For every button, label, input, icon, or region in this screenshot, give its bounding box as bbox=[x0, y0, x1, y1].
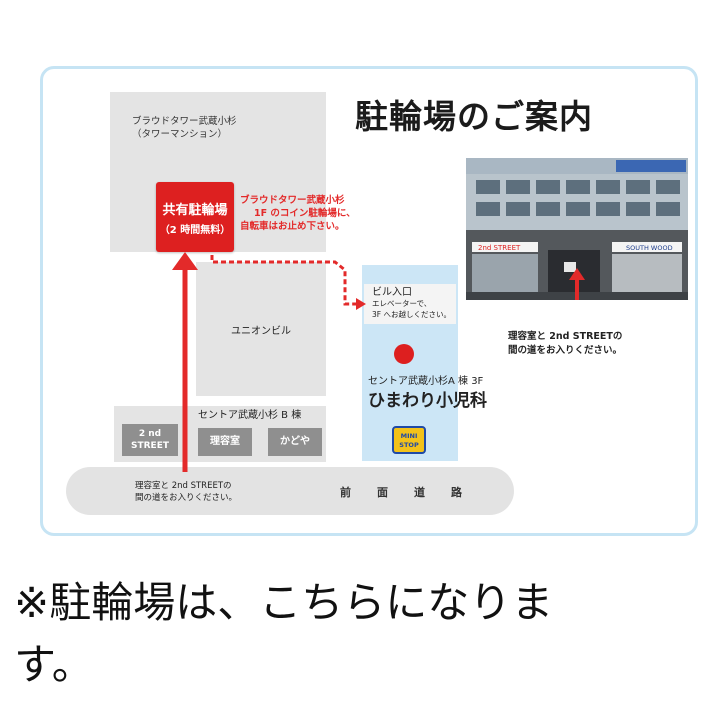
shared-bicycle-parking: 共有駐輪場 （2 時間無料） bbox=[156, 182, 234, 252]
shop-kadoya: かどや bbox=[268, 428, 322, 456]
tower-label-line1: ブラウドタワー武蔵小杉 bbox=[132, 116, 237, 127]
tower-label-line2: （タワーマンション） bbox=[132, 129, 228, 140]
parking-note-line1: ブラウドタワー武蔵小杉 bbox=[240, 195, 345, 206]
entrance-line1: エレベーターで、 bbox=[372, 299, 432, 308]
entrance-title: ビル入口 bbox=[372, 287, 412, 298]
map-title: 駐輪場のご案内 bbox=[355, 97, 593, 136]
building-entrance-box bbox=[364, 284, 456, 324]
ministop-line2: STOP bbox=[399, 441, 419, 449]
union-building-label: ユニオンビル bbox=[231, 326, 291, 337]
centre-a-label: セントア武蔵小杉A 棟 3F bbox=[368, 376, 484, 387]
parking-label: 共有駐輪場 bbox=[162, 203, 228, 218]
shop-barber: 理容室 bbox=[198, 428, 252, 456]
ministop-line1: MINI bbox=[400, 432, 418, 440]
footer-line2: す。 bbox=[14, 640, 94, 689]
photo-note-line1: 理容室と 2nd STREETの bbox=[508, 331, 623, 342]
clinic-name: ひまわり小児科 bbox=[368, 391, 487, 411]
photo-note-line2: 間の道をお入りください。 bbox=[508, 345, 623, 356]
road-note: 理容室と 2nd STREETの 間の道をお入りください。 bbox=[135, 480, 275, 504]
dashed-route-arrowhead bbox=[356, 298, 366, 310]
road-note-line1: 理容室と 2nd STREETの bbox=[135, 481, 232, 491]
building-photo: 2nd STREET SOUTH WOOD bbox=[466, 158, 688, 300]
ministop-logo: MINI STOP bbox=[392, 426, 426, 454]
road-note-line2: 間の道をお入りください。 bbox=[135, 493, 238, 503]
parking-note-line2: 1F のコイン駐輪場に、 bbox=[254, 208, 356, 219]
footer-text: ※駐輪場は、こちらになりま す。 bbox=[14, 572, 706, 696]
tower-label: ブラウドタワー武蔵小杉 （タワーマンション） bbox=[132, 115, 322, 141]
photo-note: 理容室と 2nd STREETの 間の道をお入りください。 bbox=[508, 330, 688, 358]
solid-route-arrowhead bbox=[172, 252, 198, 270]
building-entrance-note: ビル入口 エレベーターで、 3F へお越しください。 bbox=[372, 287, 458, 320]
centre-b-label: セントア武蔵小杉 B 棟 bbox=[198, 410, 302, 421]
entrance-line2: 3F へお越しください。 bbox=[372, 310, 451, 319]
shop-2nd-street: 2 nd STREET bbox=[122, 424, 178, 456]
dashed-route-line bbox=[210, 255, 358, 306]
photo-sign-right: SOUTH WOOD bbox=[626, 244, 673, 252]
clinic-marker-dot bbox=[394, 344, 414, 364]
photo-illustration: 2nd STREET SOUTH WOOD bbox=[466, 158, 688, 300]
photo-sign-left: 2nd STREET bbox=[478, 244, 521, 252]
footer-line1: ※駐輪場は、こちらになりま bbox=[14, 578, 554, 627]
front-road-label: 前面道路 bbox=[340, 486, 488, 499]
parking-note: ブラウドタワー武蔵小杉 1F のコイン駐輪場に、 自転車はお止め下さい。 bbox=[240, 194, 380, 233]
parking-note-line3: 自転車はお止め下さい。 bbox=[240, 221, 345, 232]
parking-sub: （2 時間無料） bbox=[159, 225, 231, 236]
front-road bbox=[66, 467, 514, 515]
union-building bbox=[196, 262, 326, 396]
